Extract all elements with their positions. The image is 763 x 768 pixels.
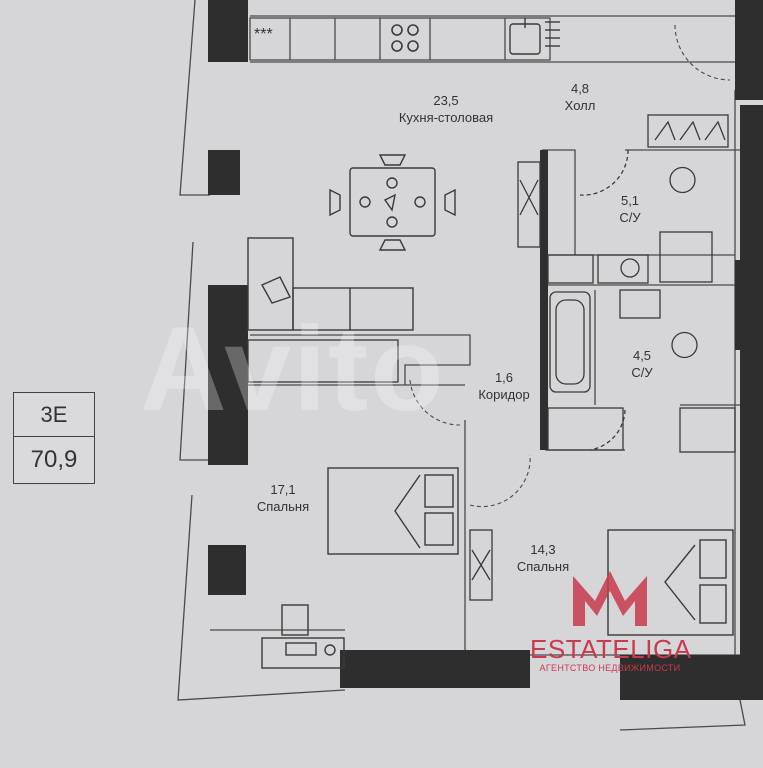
brand-tagline: АГЕНТСТВО НЕДВИЖИМОСТИ [539,663,681,673]
bathroom-1-fixtures [547,149,713,284]
room-label-kitchen: 23,5 Кухня-столовая [399,92,493,126]
room-name: Холл [564,98,596,113]
unit-code: 3E [14,393,94,437]
room-label-bathroom-1: 5,1 С/У [619,192,640,226]
brand-logo: ESTATELIGA АГЕНТСТВО НЕДВИЖИМОСТИ [530,566,692,674]
facade-line-top [179,0,210,196]
estateliga-logo-icon [573,571,647,626]
stove-icon [391,24,419,52]
kitchen-counter [249,17,551,61]
room-area: 14,3 [530,542,556,557]
unit-total-area: 70,9 [30,446,78,473]
unit-badge: 3E 70,9 [13,392,95,484]
room-name: С/У [619,210,641,225]
kitchen-sink-icon [509,18,560,55]
room-label-bathroom-2: 4,5 С/У [631,347,652,381]
walls [208,0,763,700]
room-label-bedroom-2: 14,3 Спальня [517,541,569,575]
facade-line-bottom [177,494,346,701]
room-label-corridor: 1,6 Коридор [478,369,529,403]
room-area: 1,6 [494,370,514,385]
room-label-hall: 4,8 Холл [565,80,596,114]
room-name: Коридор [478,387,530,402]
room-name: Спальня [256,499,310,514]
room-area: 23,5 [433,93,459,108]
bathroom-2-fixtures [547,289,736,453]
facade-line-right [619,699,746,731]
brand-name: ESTATELIGA [530,634,692,664]
bed-1-icon [327,467,459,555]
dining-table-icon [329,154,456,251]
room-area: 4,5 [632,348,652,363]
room-area: 17,1 [270,482,296,497]
room-name: С/У [631,365,653,380]
room-name: Спальня [516,559,570,574]
facade-line-middle [179,241,210,461]
room-name: Кухня-столовая [398,110,494,125]
room-area: 5,1 [620,193,640,208]
room-area: 4,8 [570,81,590,96]
desk-icon [261,604,345,669]
sofa-icon [247,237,414,331]
appliance-label: *** [254,26,273,43]
shoe-rack-icon [647,114,729,148]
room-label-bedroom-1: 17,1 Спальня [257,481,309,515]
